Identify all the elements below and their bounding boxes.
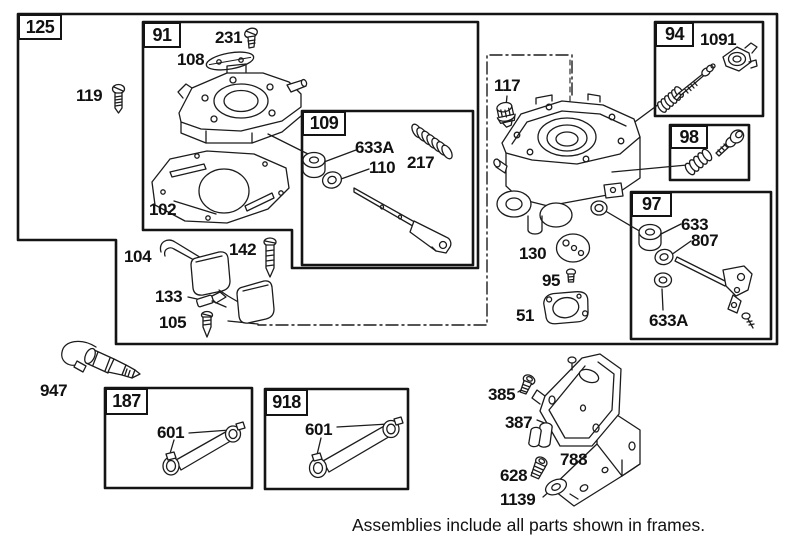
spring-217 (411, 123, 453, 160)
frame-label-97: 97 (631, 192, 672, 217)
frame-label-109: 109 (302, 111, 346, 136)
part-label-104: 104 (124, 247, 152, 266)
frame-918-border (263, 387, 410, 491)
part-label-633A-109: 633A (355, 138, 395, 157)
idle-valve-98 (684, 129, 745, 176)
part-label-95: 95 (542, 271, 561, 290)
diaphragm-disc-130 (555, 233, 591, 263)
part-label-133: 133 (155, 287, 183, 306)
fuel-solenoid-947 (61, 340, 141, 379)
part-label-119: 119 (76, 86, 103, 105)
part-label-628: 628 (500, 466, 528, 485)
frame-97-border (629, 190, 773, 341)
frame-98-border (668, 123, 751, 182)
bushing-633A-109 (302, 151, 326, 179)
float-hinge-clip-133 (196, 294, 227, 308)
frame-125-border (16, 12, 779, 346)
plug-117-icon (496, 101, 516, 128)
part-label-142: 142 (229, 240, 257, 259)
part-label-385: 385 (488, 385, 516, 404)
part-label-51: 51 (516, 306, 535, 325)
part-label-633: 633 (681, 215, 709, 234)
seat-1091-icon (722, 42, 758, 72)
part-label-947: 947 (40, 381, 68, 400)
tank-panel-387 (528, 353, 622, 448)
part-label-387: 387 (505, 413, 533, 432)
throttle-plate-108 (205, 51, 255, 71)
part-label-601-187: 601 (157, 423, 185, 442)
frame-109-border (300, 109, 475, 267)
screw-385-icon (519, 374, 536, 395)
choke-shaft-109 (353, 187, 452, 254)
washer-633A-97 (653, 272, 673, 288)
throttle-shaft-97 (674, 256, 755, 329)
frame-label-187: 187 (105, 388, 148, 415)
washer-1139 (544, 478, 568, 496)
part-label-130: 130 (519, 244, 547, 263)
screw-231-icon (244, 27, 258, 49)
part-label-102: 102 (149, 200, 177, 219)
frame-187-border (103, 386, 254, 490)
float-assembly (190, 251, 275, 324)
footer-note: Assemblies include all parts shown in fr… (352, 515, 706, 535)
carburetor-body (493, 93, 641, 235)
part-label-231: 231 (215, 28, 243, 47)
part-label-1091: 1091 (700, 30, 737, 49)
part-label-633A-97: 633A (649, 311, 689, 330)
gasket-51 (543, 291, 589, 325)
part-label-110: 110 (369, 158, 396, 177)
upper-carb-body (177, 63, 308, 144)
screw-119-icon (111, 83, 126, 114)
fuel-hose-187 (162, 421, 246, 476)
needle-valve-94 (657, 63, 716, 113)
bushing-633 (638, 223, 662, 252)
part-label-601-918: 601 (305, 420, 333, 439)
frame-label-91: 91 (143, 22, 181, 48)
pin-142 (263, 237, 277, 278)
part-label-217: 217 (407, 153, 435, 172)
washer-807 (654, 248, 674, 266)
fuel-hose-918 (308, 416, 404, 479)
frame-91-border (141, 20, 480, 270)
frame-label-98: 98 (670, 125, 708, 149)
part-label-1139: 1139 (500, 490, 536, 509)
part-label-108: 108 (177, 50, 205, 69)
part-label-807: 807 (691, 231, 719, 250)
frame-label-94: 94 (655, 22, 694, 47)
frame-94-border (653, 20, 765, 118)
screw-628-icon (530, 456, 548, 480)
inlet-needle-105 (200, 310, 214, 338)
part-label-788: 788 (560, 450, 588, 469)
part-label-117: 117 (494, 76, 521, 95)
frame-label-918: 918 (265, 389, 308, 416)
gasket-102 (151, 150, 290, 224)
washer-110 (321, 171, 343, 189)
screw-95-icon (565, 268, 577, 283)
part-label-105: 105 (159, 313, 187, 332)
frame-label-125: 125 (18, 14, 62, 40)
